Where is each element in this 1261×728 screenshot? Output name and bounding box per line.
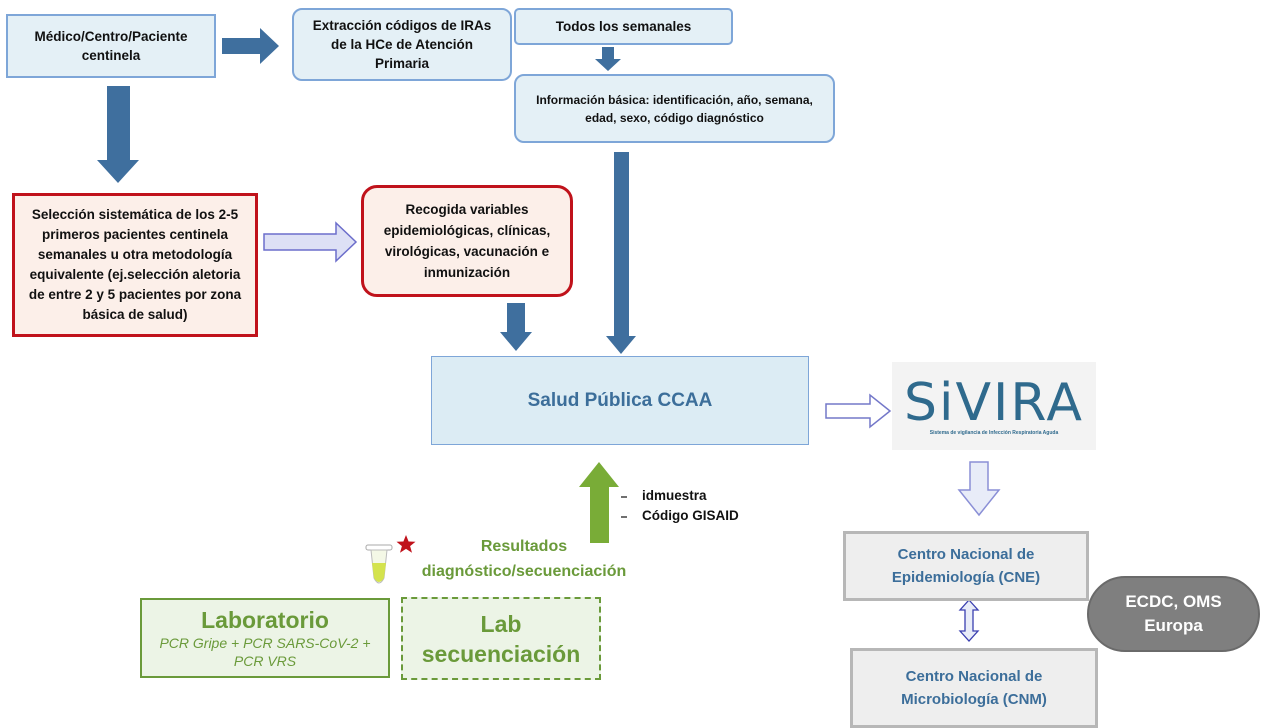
lab-secuenciacion-label: Lab secuenciación	[421, 610, 581, 667]
arrow-medico-to-seleccion	[97, 86, 139, 183]
star-icon	[396, 535, 416, 553]
todos-semanales-box: Todos los semanales	[514, 8, 733, 45]
todos-semanales-label: Todos los semanales	[555, 19, 692, 34]
arrow-cne-cnm	[958, 599, 980, 642]
recogida-box: Recogida variables epidemiológicas, clín…	[361, 185, 573, 297]
informacion-basica-label: Información básica: identificación, año,…	[536, 92, 813, 125]
arrow-info-to-salud	[606, 152, 636, 354]
salud-publica-label: Salud Pública CCAA	[527, 389, 713, 411]
arrow-results-to-salud	[579, 462, 619, 543]
bullet-idmuestra: idmuestra	[642, 488, 707, 503]
bullet-codigo-gisaid: Código GISAID	[642, 508, 739, 523]
sivira-subtitle: Sistema de vigilancia de Infección Respi…	[929, 429, 1059, 436]
ecdc-label: ECDC, OMS Europa	[1125, 592, 1222, 635]
arrow-salud-to-sivira	[825, 393, 892, 429]
laboratorio-box: Laboratorio PCR Gripe + PCR SARS-CoV-2 +…	[140, 598, 390, 678]
medico-centro-label: Médico/Centro/Paciente centinela	[34, 29, 188, 63]
arrow-recogida-to-salud	[500, 303, 532, 351]
laboratorio-subtitle: PCR Gripe + PCR SARS-CoV-2 + PCR VRS	[159, 635, 371, 669]
seleccion-label: Selección sistemática de los 2-5 primero…	[28, 207, 242, 322]
resultados-label: Resultados diagnóstico/secuenciación	[404, 534, 644, 584]
cnm-box: Centro Nacional de Microbiología (CNM)	[850, 648, 1098, 728]
laboratorio-title: Laboratorio	[201, 607, 329, 633]
recogida-label: Recogida variables epidemiológicas, clín…	[383, 202, 551, 280]
lab-secuenciacion-box: Lab secuenciación	[401, 597, 601, 680]
extraccion-label: Extracción códigos de IRAs de la HCe de …	[312, 18, 492, 71]
informacion-basica-box: Información básica: identificación, año,…	[514, 74, 835, 143]
cne-label: Centro Nacional de Epidemiología (CNE)	[891, 546, 1041, 586]
arrow-seleccion-to-recogida	[263, 221, 358, 263]
test-tube-icon	[365, 544, 393, 584]
resultados-text: Resultados diagnóstico/secuenciación	[421, 538, 627, 580]
medico-centro-box: Médico/Centro/Paciente centinela	[6, 14, 216, 78]
salud-publica-box: Salud Pública CCAA	[431, 356, 809, 445]
ecdc-box: ECDC, OMS Europa	[1087, 576, 1260, 652]
cnm-label: Centro Nacional de Microbiología (CNM)	[901, 668, 1047, 708]
extraccion-box: Extracción códigos de IRAs de la HCe de …	[292, 8, 512, 81]
arrow-todos-to-info	[595, 47, 621, 71]
arrow-sivira-to-cne	[957, 461, 1001, 517]
sivira-logo-text: SiVIRA	[904, 372, 1084, 433]
seleccion-box: Selección sistemática de los 2-5 primero…	[12, 193, 258, 337]
arrow-medico-to-extraccion	[222, 28, 279, 64]
cne-box: Centro Nacional de Epidemiología (CNE)	[843, 531, 1089, 601]
sivira-logo: SiVIRA Sistema de vigilancia de Infecció…	[892, 362, 1096, 450]
